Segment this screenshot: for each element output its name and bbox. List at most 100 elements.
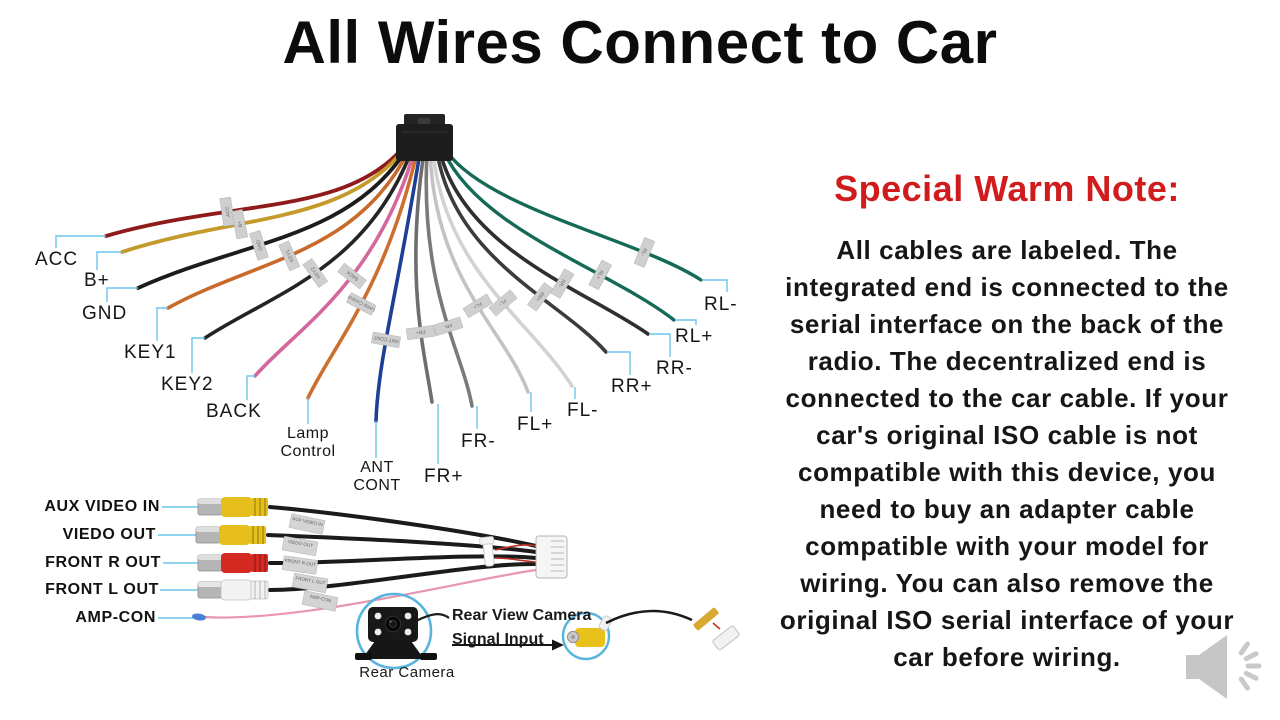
- wire-label-rr-plus: RR+: [611, 376, 653, 397]
- rca-cable: [268, 505, 538, 548]
- wire-tag: GND: [249, 230, 269, 261]
- rca-label-viedo-out: VIEDO OUT: [62, 526, 156, 543]
- svg-text:GND: GND: [255, 239, 264, 252]
- wire-gnd: [136, 150, 407, 290]
- svg-text:ANT CONT: ANT CONT: [373, 334, 399, 344]
- camera-signal-cable: [605, 609, 693, 625]
- rca-cable-tag: FRONT R OUT: [281, 555, 319, 575]
- svg-text:FRONT R OUT: FRONT R OUT: [284, 558, 316, 567]
- camera-annotation-line2: Signal Input: [452, 631, 544, 648]
- leader-line: [675, 319, 697, 325]
- svg-text:RR-: RR-: [556, 278, 566, 289]
- rca-highlight-circle: [561, 611, 611, 661]
- special-note: Special Warm Note: All cables are labele…: [742, 168, 1272, 676]
- note-heading: Special Warm Note:: [834, 168, 1180, 209]
- wire-label-key1: KEY1: [124, 342, 177, 363]
- wire-tag: RR+: [527, 282, 554, 312]
- leader-line: [649, 333, 671, 357]
- leader-line: [702, 279, 728, 292]
- svg-text:FL-: FL-: [497, 297, 507, 307]
- wire-tag: FR-: [432, 316, 464, 337]
- wire-rl-minus: [445, 150, 703, 282]
- camera-highlight-circle: [355, 592, 433, 670]
- note-line: connected to the car cable. If your: [785, 383, 1229, 413]
- wire-rl-plus: [442, 150, 676, 322]
- rca-cable: [268, 561, 538, 592]
- leader-line: [106, 287, 138, 302]
- wire-tag: BACK: [337, 262, 367, 290]
- wire-ant-cont: [374, 150, 422, 423]
- wire-tag: ACC: [219, 196, 235, 227]
- svg-text:FRONT L OUT: FRONT L OUT: [295, 575, 326, 585]
- wire-label-gnd: GND: [82, 303, 128, 324]
- svg-text:AMP-CON: AMP-CON: [309, 594, 331, 603]
- wire-tag: RL+: [588, 259, 612, 291]
- wire-tag: KEY2: [302, 258, 329, 288]
- svg-text:B+: B+: [237, 220, 244, 227]
- iso-connector-block: [396, 114, 453, 161]
- rca-label-amp-con: AMP-CON: [75, 609, 156, 626]
- wire-tag: Lamp Control: [346, 292, 377, 316]
- wire-label-rl-plus: RL+: [675, 326, 714, 347]
- wire-tag: RL-: [633, 237, 656, 268]
- rca-cable-tag: AUX VIDEO IN: [288, 513, 326, 535]
- svg-text:RL+: RL+: [594, 269, 604, 280]
- svg-text:FL+: FL+: [472, 300, 483, 310]
- red-pin-wire: [494, 557, 537, 563]
- wire-tag: ANT CONT: [371, 331, 401, 349]
- wire-label-fl-plus: FL+: [517, 414, 554, 435]
- rear-camera-section: [355, 592, 740, 670]
- rear-camera: [355, 607, 437, 660]
- note-line: radio. The decentralized end is: [807, 346, 1207, 376]
- rca-plug-front-r-out: [197, 553, 268, 573]
- wire-fr-minus: [424, 150, 474, 408]
- svg-text:KEY1: KEY1: [285, 248, 296, 262]
- svg-text:ACC: ACC: [224, 206, 232, 218]
- note-line: All cables are labeled. The: [836, 235, 1178, 265]
- amp-con-wire: [201, 568, 538, 619]
- wire-label-acc: ACC: [35, 249, 79, 270]
- note-line: integrated end is connected to the: [785, 272, 1229, 302]
- leader-lines: [55, 235, 728, 464]
- rca-cable-tag: AMP-CON: [301, 590, 339, 612]
- rca-plug-video-out: [195, 525, 266, 545]
- wire-rr-plus: [435, 150, 608, 354]
- wire-back: [253, 150, 416, 378]
- svg-text:VIEDO OUT: VIEDO OUT: [288, 539, 314, 548]
- wire-label-ant-cont: ANT CONT: [353, 459, 401, 494]
- signal-input-arrow: [452, 639, 564, 651]
- wire-key1: [166, 150, 410, 310]
- leader-line: [96, 251, 122, 270]
- svg-text:FR+: FR+: [415, 328, 425, 335]
- wire-tag: FL+: [462, 293, 493, 319]
- note-line: wiring. You can also remove the: [800, 568, 1214, 598]
- leader-line: [191, 337, 205, 373]
- wire-tag: FL-: [488, 289, 518, 317]
- wire-rr-minus: [438, 150, 650, 336]
- note-line: serial interface on the back of the: [789, 309, 1225, 339]
- amp-con-terminal: [192, 613, 206, 621]
- camera-annotation-line1: Rear View Camera: [452, 607, 592, 624]
- wire-label-fr-plus: FR+: [424, 466, 464, 487]
- cable-tie: [479, 536, 495, 567]
- speaker-icon[interactable]: [1186, 635, 1262, 699]
- svg-text:AUX VIDEO IN: AUX VIDEO IN: [292, 516, 323, 527]
- wire-label-rl-minus: RL-: [704, 294, 738, 315]
- rca-cable-tag: VIEDO OUT: [281, 535, 319, 557]
- red-pin-wire: [494, 544, 537, 551]
- wire-fr-plus: [414, 150, 434, 404]
- wire-fl-plus: [428, 150, 530, 394]
- wire-acc: [104, 150, 401, 238]
- multipin-connector: [535, 535, 568, 579]
- rca-plug-aux-video-in: [197, 497, 268, 517]
- wire-label-rr-minus: RR-: [656, 358, 693, 379]
- wire-tag: KEY1: [278, 240, 301, 272]
- rear-camera-label: Rear Camera: [359, 664, 455, 681]
- wire-label-key2: KEY2: [161, 374, 214, 395]
- note-line: need to buy an adapter cable: [819, 494, 1195, 524]
- rca-label-front-r-out: FRONT R OUT: [45, 554, 161, 571]
- leader-line: [246, 375, 255, 400]
- camera-cable-end: [693, 607, 740, 651]
- note-line: compatible with your model for: [805, 531, 1209, 561]
